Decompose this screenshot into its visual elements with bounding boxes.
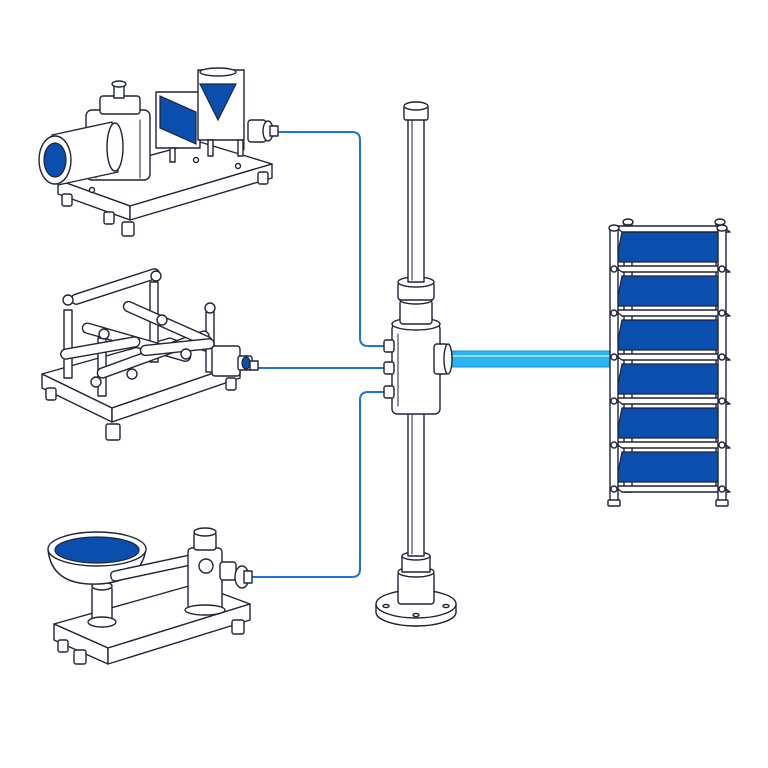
solar-panel <box>615 407 725 439</box>
central-mast <box>375 101 457 627</box>
linkage-mechanism <box>41 268 259 441</box>
prism <box>199 83 237 122</box>
energy-beam <box>445 350 619 368</box>
dish-balance <box>47 527 253 665</box>
connection-wires <box>252 131 388 578</box>
wire-balance-to-mast <box>252 391 388 578</box>
panel-rack <box>607 218 731 507</box>
filter-plate <box>159 95 197 145</box>
solar-panel <box>615 451 725 483</box>
dish-fill <box>54 536 140 564</box>
solar-panel <box>615 363 725 395</box>
solar-panel <box>615 231 725 263</box>
solar-panel <box>615 275 725 307</box>
wire-optical-to-mast <box>276 131 388 347</box>
optical-bench <box>38 67 279 237</box>
lens-aperture <box>43 142 67 178</box>
solar-panel <box>615 319 725 351</box>
rack-panels <box>613 225 731 493</box>
